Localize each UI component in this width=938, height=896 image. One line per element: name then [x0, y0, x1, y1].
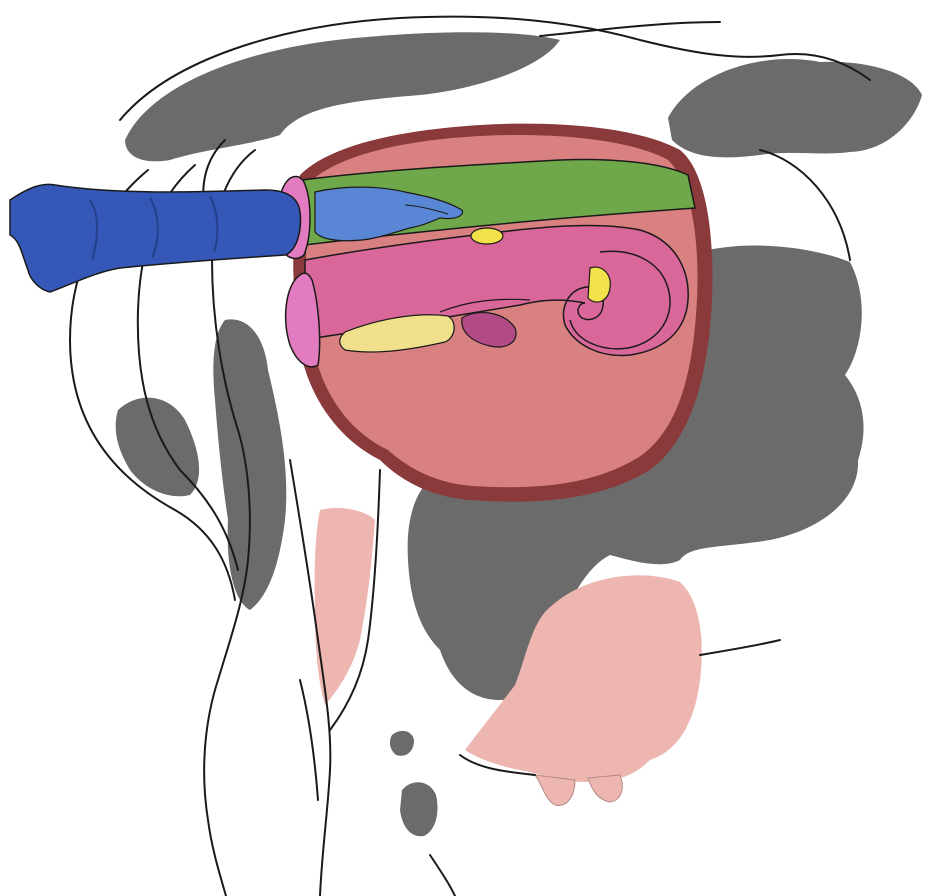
ovary-left: [471, 228, 503, 244]
ovary-right: [588, 267, 610, 302]
